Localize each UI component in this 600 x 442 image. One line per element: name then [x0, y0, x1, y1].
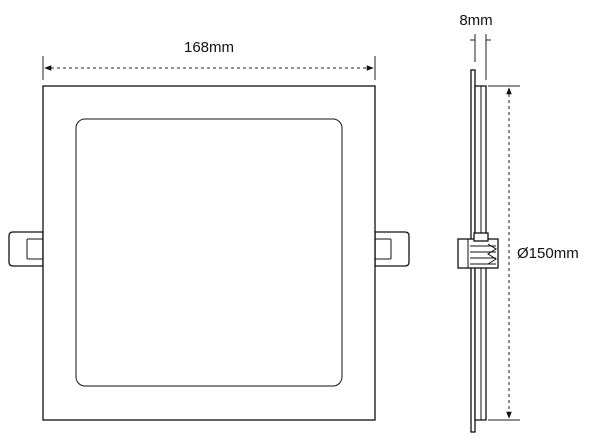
- left-mounting-clip: [8, 231, 45, 267]
- thickness-label: 8mm: [459, 12, 492, 29]
- diameter-label: Ø150mm: [517, 245, 579, 262]
- spring-clip: [457, 232, 499, 269]
- inner-diffuser: [75, 118, 343, 387]
- thickness-dimension: 8mm: [459, 12, 493, 80]
- outer-frame: [42, 85, 376, 421]
- width-label: 168mm: [184, 39, 234, 56]
- width-dimension: 168mm: [42, 39, 376, 80]
- diameter-dimension: Ø150mm: [488, 85, 579, 421]
- front-view: [8, 85, 410, 421]
- right-mounting-clip: [373, 231, 410, 267]
- side-view: [457, 69, 499, 433]
